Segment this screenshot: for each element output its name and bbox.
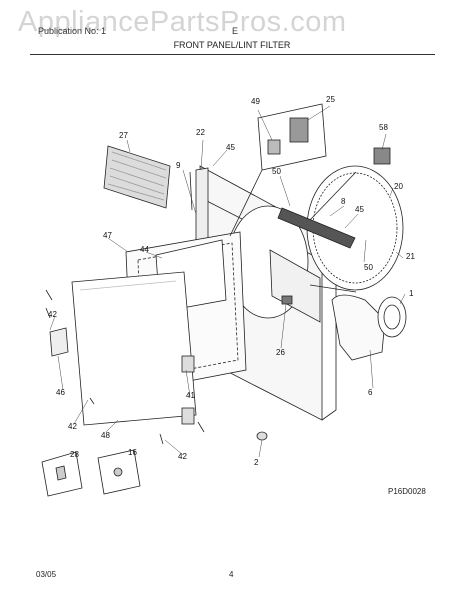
lint-filter-bar xyxy=(277,207,356,249)
hinge-lower xyxy=(181,407,195,425)
exhaust-ring xyxy=(377,296,407,338)
blower-housing xyxy=(331,294,386,361)
part-label-50-lower: 50 xyxy=(364,263,373,272)
model-code: E xyxy=(232,26,239,36)
part-label-48: 48 xyxy=(101,431,110,440)
part-label-47: 47 xyxy=(103,231,112,240)
door-strike xyxy=(49,327,69,357)
part-label-26: 26 xyxy=(276,348,285,357)
door-switch xyxy=(281,295,293,305)
publication-number: Publication No: 1 xyxy=(38,26,107,36)
part-label-46: 46 xyxy=(56,388,65,397)
part-label-45-upper: 45 xyxy=(226,143,235,152)
part-label-1: 1 xyxy=(409,289,414,298)
lint-housing xyxy=(269,249,321,323)
part-label-20: 20 xyxy=(394,182,403,191)
page-title: FRONT PANEL/LINT FILTER xyxy=(173,40,291,50)
part-label-42-left: 42 xyxy=(48,310,57,319)
part-label-22: 22 xyxy=(196,128,205,137)
part-label-2: 2 xyxy=(254,458,259,467)
part-label-49: 49 xyxy=(251,97,260,106)
part-label-28: 28 xyxy=(70,450,79,459)
part-label-6: 6 xyxy=(368,388,373,397)
watermark: AppliancePartsPros.com xyxy=(18,6,347,38)
diagram-code: P16D0028 xyxy=(388,487,426,496)
footer-page-number: 4 xyxy=(229,570,234,579)
part-label-8: 8 xyxy=(341,197,346,206)
part-label-58: 58 xyxy=(379,123,388,132)
part-label-42-bottom: 42 xyxy=(178,452,187,461)
footer-date: 03/05 xyxy=(36,570,57,579)
part-label-42-mid: 42 xyxy=(68,422,77,431)
part-label-16: 16 xyxy=(128,448,137,457)
header-rule xyxy=(30,54,435,55)
part-label-21: 21 xyxy=(406,252,415,261)
part-label-44: 44 xyxy=(140,245,149,254)
part-label-27: 27 xyxy=(119,131,128,140)
part-label-50-upper: 50 xyxy=(272,167,281,176)
part-label-25: 25 xyxy=(326,95,335,104)
terminal-block xyxy=(373,147,391,165)
door-outer-panel xyxy=(71,271,197,426)
part-label-9: 9 xyxy=(176,161,181,170)
part-label-41: 41 xyxy=(186,391,195,400)
part-label-45-right: 45 xyxy=(355,205,364,214)
leveling-leg xyxy=(256,431,268,441)
hinge-upper xyxy=(181,355,195,373)
